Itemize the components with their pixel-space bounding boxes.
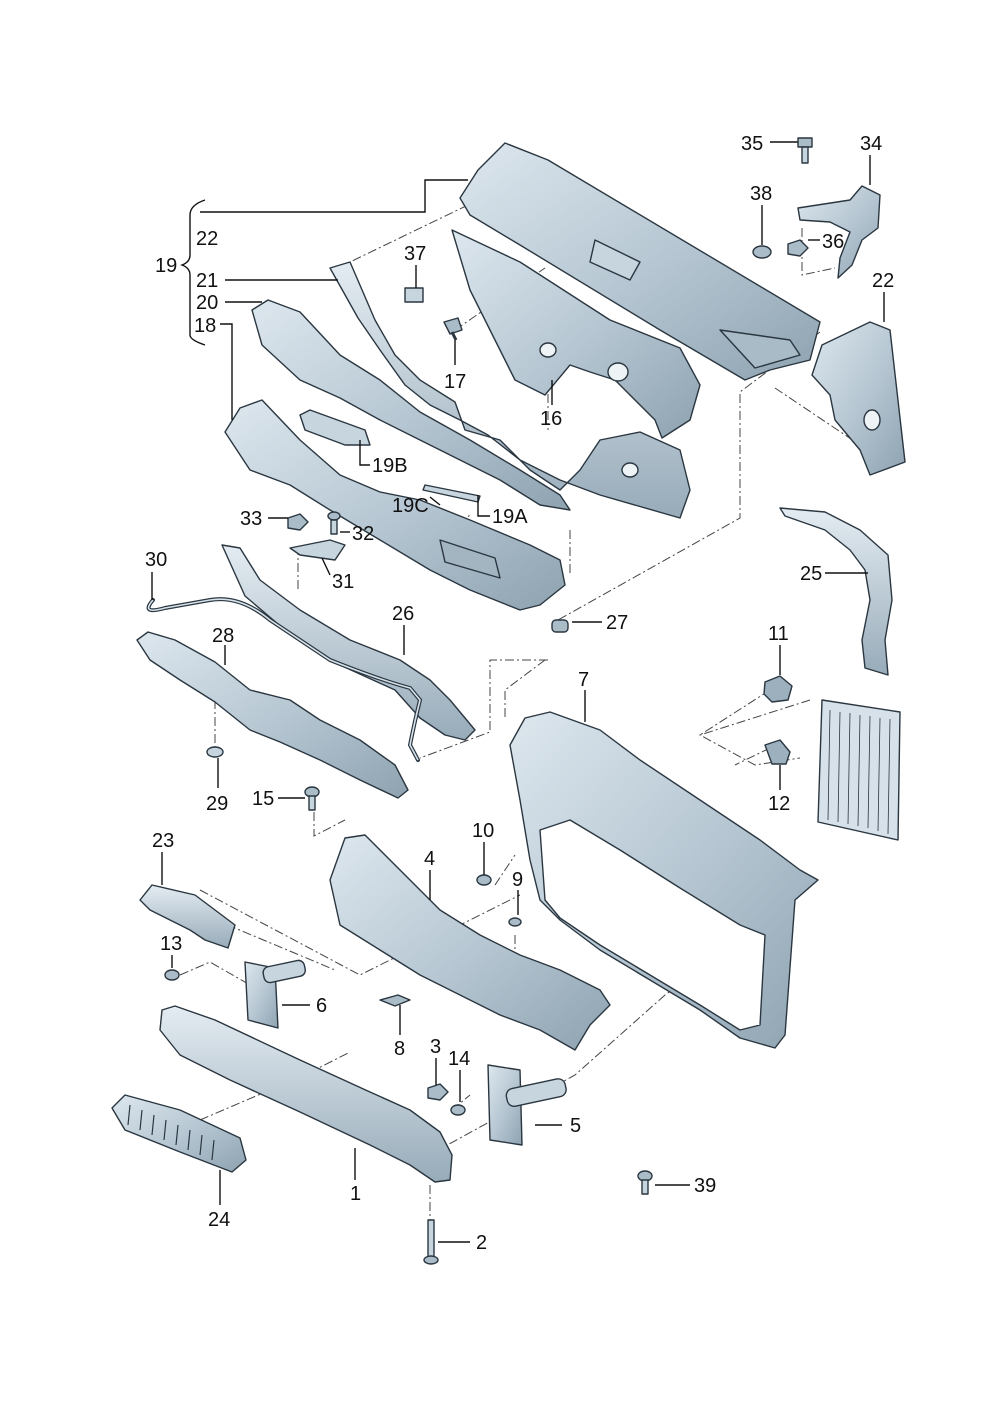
bumper-beam-part	[159, 1005, 453, 1183]
callout-5: 5	[570, 1115, 581, 1137]
bolt-10-part	[476, 874, 492, 886]
callout-21: 21	[196, 270, 218, 292]
callout-22-side: 22	[872, 270, 894, 292]
bolt-38-part	[752, 245, 772, 259]
leader-lines	[151, 141, 885, 1243]
radiator-part	[817, 699, 901, 841]
callout-16: 16	[540, 408, 562, 430]
callout-6: 6	[316, 995, 327, 1017]
bracket-34-part	[797, 185, 881, 279]
clip-37-part	[404, 287, 424, 303]
callout-labels: 35 34 38 36 22 19 21 20 18 37 17 16 22 1…	[145, 133, 894, 1254]
callout-15: 15	[252, 788, 274, 810]
callout-19b: 19B	[372, 455, 408, 477]
callout-22-upper: 22	[196, 228, 218, 250]
callout-8: 8	[394, 1038, 405, 1060]
callout-7: 7	[578, 669, 589, 691]
lock-carrier-part	[329, 834, 611, 1051]
deflector-28-part	[136, 631, 409, 799]
callout-3: 3	[430, 1036, 441, 1058]
callout-24: 24	[208, 1209, 230, 1231]
clip-31-part	[289, 539, 346, 561]
part-23	[139, 884, 236, 949]
mount-11-part	[763, 675, 793, 703]
callout-17: 17	[444, 371, 466, 393]
nut-36-part	[787, 239, 809, 257]
bracket-19c	[422, 484, 481, 503]
bolt-39-part	[637, 1170, 653, 1195]
nut-3-part	[427, 1083, 449, 1101]
callout-29: 29	[206, 793, 228, 815]
callout-32: 32	[352, 523, 374, 545]
callout-1: 1	[350, 1183, 361, 1205]
parts	[111, 137, 906, 1265]
front-end-carrier-part	[509, 711, 819, 1049]
side-panel-22-part	[811, 321, 906, 476]
bolt-17-part	[443, 317, 463, 341]
seal-strip-part	[329, 261, 691, 519]
callout-23: 23	[152, 830, 174, 852]
callout-10: 10	[472, 820, 494, 842]
callout-19c: 19C	[392, 495, 429, 517]
callout-38: 38	[750, 183, 772, 205]
bolt-15-part	[304, 786, 320, 811]
callout-18: 18	[194, 315, 216, 337]
clip-8-part	[379, 994, 411, 1007]
callout-19: 19	[155, 255, 177, 277]
callout-2: 2	[476, 1232, 487, 1254]
bolt-32-part	[327, 511, 341, 535]
bolt-35-part	[797, 137, 813, 164]
cap-27-part	[551, 619, 569, 633]
crash-box-6-part	[244, 959, 306, 1029]
callout-33: 33	[240, 508, 262, 530]
callout-20: 20	[196, 292, 218, 314]
strut-25-part	[779, 507, 893, 676]
water-tray-upper	[251, 299, 571, 511]
callout-36: 36	[822, 231, 844, 253]
callout-4: 4	[424, 848, 435, 870]
callout-27: 27	[606, 612, 628, 634]
bolt-13-part	[164, 969, 180, 981]
crash-box-5-part	[487, 1064, 567, 1146]
callout-37: 37	[404, 243, 426, 265]
bolt-14-part	[450, 1104, 466, 1116]
callout-9: 9	[512, 869, 523, 891]
mount-12-part	[764, 739, 791, 765]
callout-28: 28	[212, 625, 234, 647]
callout-31: 31	[332, 571, 354, 593]
callout-19a: 19A	[492, 506, 528, 528]
bolt-9-part	[508, 917, 522, 927]
callout-26: 26	[392, 603, 414, 625]
callout-39: 39	[694, 1175, 716, 1197]
callout-34: 34	[860, 133, 882, 155]
bolt-2-part	[423, 1219, 439, 1265]
grommet-29-part	[206, 746, 224, 758]
callout-35: 35	[741, 133, 763, 155]
callout-13: 13	[160, 933, 182, 955]
grille-24-part	[111, 1094, 247, 1173]
nut-33-part	[287, 513, 309, 531]
callout-12: 12	[768, 793, 790, 815]
callout-30: 30	[145, 549, 167, 571]
callout-25: 25	[800, 563, 822, 585]
callout-11: 11	[768, 623, 789, 645]
insulation-part-16	[451, 229, 701, 439]
bracket-19b	[299, 409, 371, 446]
callout-14: 14	[448, 1048, 470, 1070]
